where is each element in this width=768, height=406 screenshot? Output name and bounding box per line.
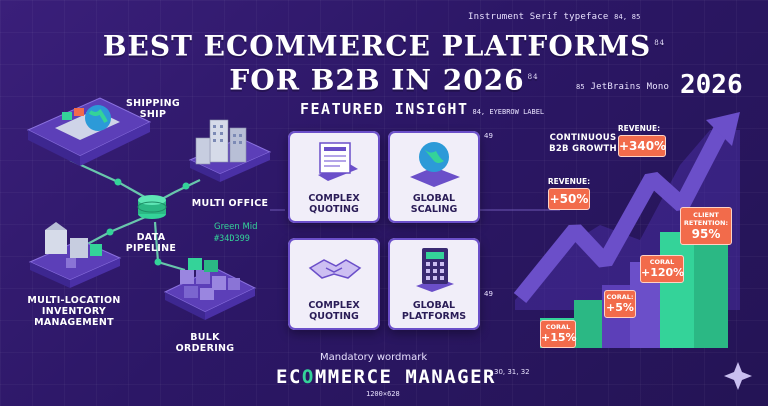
bar [574, 300, 602, 348]
node-dot [182, 182, 190, 190]
globe-on-ship [85, 105, 111, 131]
coral-badge-5: CORAL: +5% [604, 290, 636, 318]
wordmark: ECOMMERCE MANAGER [276, 366, 496, 388]
warehouse-illustration [28, 222, 122, 288]
color-hex-note: #34D399 [214, 234, 250, 244]
revenue-label-2: REVENUE: [547, 177, 591, 186]
coral-badge-120: CORAL +120% [640, 255, 684, 283]
boxes-illustration [163, 258, 257, 320]
node-dot [114, 178, 122, 186]
wordmark-note: Mandatory wordmark [320, 352, 428, 363]
link-office-pipeline [159, 179, 201, 201]
document-icon [318, 142, 358, 181]
revenue-badge-340: +340% [618, 135, 666, 157]
feature-card-global-platforms[interactable]: GLOBAL PLATFORMS [388, 238, 480, 330]
feature-card-complex-quoting[interactable]: COMPLEX QUOTING [288, 131, 380, 223]
node-dot [154, 258, 162, 266]
card-ref-bottom: 49 [484, 290, 493, 298]
revenue-badge-50: +50% [548, 188, 590, 210]
office-illustration [188, 119, 272, 182]
feature-card-global-scaling[interactable]: GLOBAL SCALING [388, 131, 480, 223]
arrow-head-icon [706, 112, 740, 146]
coral-badge-15: CORAL +15% [540, 320, 577, 348]
label-inventory: MULTI-LOCATION INVENTORY MANAGEMENT [27, 295, 121, 328]
card-label: COMPLEX QUOTING [308, 193, 360, 215]
card-label: GLOBAL SCALING [410, 193, 458, 215]
color-name-note: Green Mid [214, 222, 258, 232]
link-ship-pipeline [69, 159, 151, 201]
typeface-note: Instrument Serif typeface 84, 85 [468, 12, 641, 22]
label-multi-office: MULTI OFFICE [191, 198, 269, 209]
ship-illustration [26, 97, 152, 166]
calculator-icon [416, 248, 454, 292]
sparkle-icon [724, 362, 752, 390]
client-retention-badge: CLIENT RETENTION: 95% [680, 207, 732, 245]
revenue-label-1: REVENUE: [617, 124, 661, 133]
label-data-pipeline: DATA PIPELINE [125, 232, 177, 254]
globe-icon [410, 142, 460, 187]
size-note: 1200×628 [366, 390, 400, 398]
database-icon [137, 195, 167, 219]
card-label: COMPLEX QUOTING [308, 300, 360, 322]
feature-card-complex-quoting-2[interactable]: COMPLEX QUOTING [288, 238, 380, 330]
node-dot [106, 228, 114, 236]
bar [660, 232, 694, 348]
card-label: GLOBAL PLATFORMS [401, 300, 467, 322]
mono-note: 85 JetBrains Mono [576, 82, 670, 92]
label-shipping: SHIPPING SHIP [126, 98, 180, 120]
wordmark-ref: 30, 31, 32 [494, 368, 530, 376]
growth-title: CONTINUOUS B2B GROWTH [549, 133, 617, 154]
label-bulk-ordering: BULK ORDERING [175, 332, 235, 354]
card-ref-top: 49 [484, 132, 493, 140]
year-label: 2026 [680, 70, 743, 100]
handshake-icon [308, 259, 362, 279]
